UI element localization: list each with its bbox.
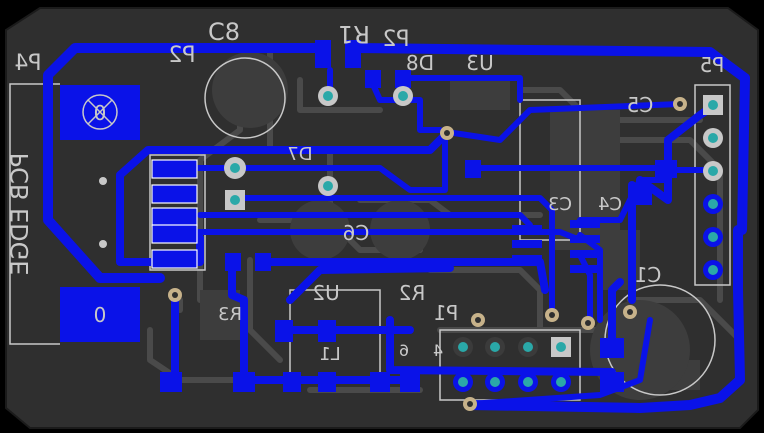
trace (116, 131, 449, 179)
designator-p1: P1 (434, 301, 459, 325)
smd-pad (600, 372, 624, 392)
designator-c6: C6 (343, 221, 370, 245)
designator-c5: C5 (627, 93, 654, 117)
smd-pad (370, 372, 390, 392)
designator-d8: D8 (406, 51, 434, 75)
bottom-trace (517, 87, 703, 123)
smd-pad (512, 240, 542, 248)
bottom-trace (247, 257, 283, 363)
smd-pad (318, 372, 336, 392)
bottom-trace (297, 77, 383, 113)
designator-labels: R1 C8 P2 P2 P4 D8 U3 P5 C5 C6 C1 U2 R2 P… (14, 18, 724, 365)
usb-pad-label-bottom: 0 (94, 303, 107, 327)
smd-pad (600, 338, 624, 358)
usb-pad-label-top: 0 (94, 101, 107, 125)
trace (367, 75, 443, 133)
smd-pad (151, 224, 198, 244)
pin-label-4: 4 (433, 341, 443, 360)
designator-d7: D7 (287, 144, 312, 165)
smd-pad (465, 160, 481, 178)
trace (444, 101, 683, 143)
smd-pad (655, 160, 677, 178)
usb-mounting-holes (99, 177, 107, 248)
smd-pad (345, 40, 361, 68)
p5-pads (703, 95, 723, 280)
smd-pad (512, 225, 542, 233)
through-hole-pads (224, 86, 723, 392)
designator-c8: C8 (208, 18, 240, 46)
p5-header-outline (694, 84, 731, 286)
smd-pad (255, 253, 271, 271)
smd-pad (151, 249, 198, 269)
c8-outline (204, 57, 286, 139)
smd-pad (233, 372, 255, 392)
trace (229, 195, 555, 318)
designator-u3: U3 (466, 51, 493, 75)
designator-r3: R3 (218, 304, 242, 325)
pcb-edge-outline (9, 83, 60, 345)
trace (286, 264, 454, 304)
bottom-trace (627, 297, 743, 343)
bottom-trace (147, 327, 243, 383)
designator-p4: P4 (14, 51, 41, 76)
trace (228, 258, 294, 384)
bottom-pad (212, 52, 288, 128)
trace (397, 75, 523, 103)
bottom-pad (450, 80, 510, 110)
smd-pad (365, 70, 381, 88)
top-pads (60, 40, 677, 392)
smd-pad (160, 372, 182, 392)
designator-r2: R2 (399, 281, 426, 305)
trace (192, 132, 448, 193)
trace (608, 278, 624, 349)
p1-pads (453, 337, 571, 392)
designator-c4: C4 (598, 194, 622, 215)
pin-label-6: 6 (399, 341, 409, 360)
smd-pad (570, 220, 600, 228)
designator-l1: L1 (319, 344, 340, 365)
trace (197, 212, 533, 228)
usb-connector-icon (82, 94, 118, 130)
designator-p2-top: P2 (382, 27, 409, 52)
designator-r1: R1 (338, 20, 370, 48)
smd-pad (283, 372, 301, 392)
smd-pad (318, 320, 336, 342)
smd-pad (570, 235, 600, 243)
bottom-trace (427, 267, 543, 333)
smd-pad (395, 70, 411, 88)
designator-u2: U2 (312, 281, 339, 305)
designator-p2-left: P2 (168, 43, 195, 68)
smd-pad (151, 207, 198, 227)
pcb-edge-label: PCB EDGE (6, 153, 34, 276)
smd-pad (151, 159, 198, 179)
smd-pad (512, 255, 542, 263)
top-copper-layer (43, 43, 750, 413)
gnd-perimeter-trace (465, 225, 745, 413)
smd-pad (400, 372, 420, 392)
usb-shield-pad-bottom (60, 287, 140, 342)
designator-c3: C3 (548, 194, 572, 215)
designator-c1: C1 (635, 263, 662, 287)
trace (577, 252, 593, 328)
smd-pad (275, 320, 293, 342)
vias (168, 97, 687, 411)
smd-pad (151, 184, 198, 204)
trace (386, 316, 616, 376)
smd-pad (628, 185, 652, 205)
smd-pad (315, 40, 331, 68)
bottom-pad (550, 110, 620, 250)
gnd-perimeter-trace (43, 43, 325, 283)
smd-pad (570, 265, 600, 273)
designator-p5: P5 (700, 53, 725, 77)
smd-pad (570, 250, 600, 258)
smd-pad (225, 253, 241, 271)
trace (350, 43, 750, 235)
